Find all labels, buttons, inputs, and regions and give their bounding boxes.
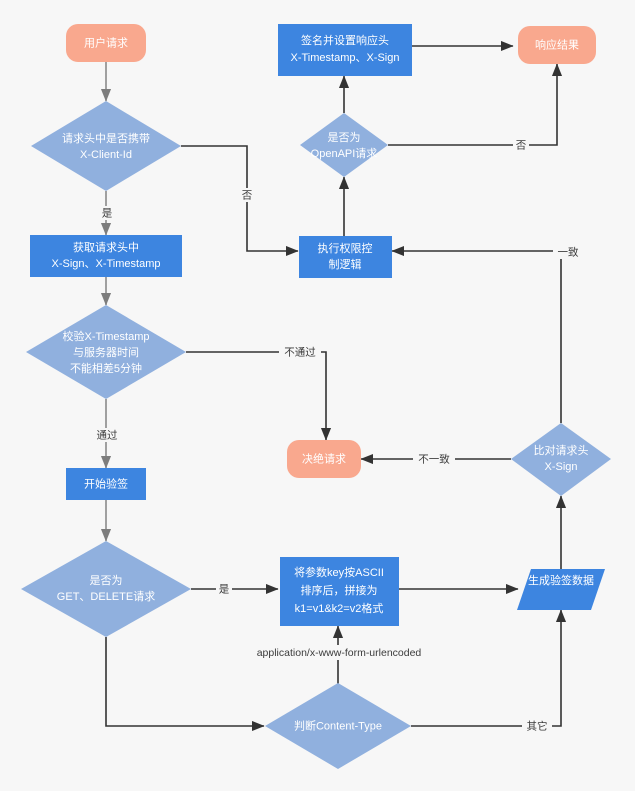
node-user-request[interactable]: 用户请求: [66, 24, 146, 62]
edge-labels-layer: 是 否 不通过 通过 是 application/x-www-form-urle…: [92, 138, 583, 733]
node-has-client-id[interactable]: 请求头中是否携带 X-Client-Id: [31, 101, 181, 191]
edge-label-has-client-id-no: 否: [242, 189, 253, 201]
edge-label-timestamp-fail: 不通过: [284, 345, 316, 358]
node-generate-sign-data[interactable]: 生成验签数据: [517, 569, 605, 610]
node-is-openapi[interactable]: 是否为 OpenAPI请求: [300, 113, 388, 177]
edge-label-content-type-urlencoded: application/x-www-form-urlencoded: [257, 647, 422, 659]
node-sort-params[interactable]: 将参数key按ASCII 排序后，拼接为 k1=v1&k2=v2格式: [280, 557, 399, 626]
reject-request-shape[interactable]: [287, 440, 361, 478]
edge-is-get-delete-no: [105, 637, 265, 732]
user-request-shape[interactable]: [66, 24, 146, 62]
compare-x-sign-shape[interactable]: [511, 423, 611, 496]
node-judge-content-type[interactable]: 判断Content-Type: [265, 683, 411, 769]
sign-and-set-header-shape[interactable]: [278, 24, 412, 76]
edge-label-is-get-delete-yes: 是: [219, 583, 230, 595]
node-sign-and-set-header[interactable]: 签名并设置响应头 X-Timestamp、X-Sign: [278, 24, 412, 76]
edge-label-sign-mismatch: 不一致: [418, 452, 450, 465]
node-response-result[interactable]: 响应结果: [518, 26, 596, 64]
has-client-id-shape[interactable]: [31, 101, 181, 191]
edge-label-is-openapi-no: 否: [516, 139, 527, 151]
node-verify-timestamp[interactable]: 校验X-Timestamp 与服务器时间 不能相差5分钟: [26, 305, 186, 399]
node-reject-request[interactable]: 决绝请求: [287, 440, 361, 478]
is-openapi-shape[interactable]: [300, 113, 388, 177]
edge-sign-match: [391, 245, 562, 423]
node-get-headers[interactable]: 获取请求头中 X-Sign、X-Timestamp: [30, 235, 182, 277]
permission-logic-shape[interactable]: [299, 236, 392, 278]
edge-is-openapi-no: [388, 63, 563, 146]
edge-label-content-type-other: 其它: [527, 719, 548, 732]
edge-label-sign-match: 一致: [558, 245, 579, 258]
get-headers-shape[interactable]: [30, 235, 182, 277]
verify-timestamp-shape[interactable]: [26, 305, 186, 399]
sort-params-shape[interactable]: [280, 557, 399, 626]
response-result-shape[interactable]: [518, 26, 596, 64]
node-permission-logic[interactable]: 执行权限控 制逻辑: [299, 236, 392, 278]
edge-label-timestamp-pass: 通过: [97, 428, 118, 441]
judge-content-type-shape[interactable]: [265, 683, 411, 769]
edge-content-type-other: [411, 609, 567, 727]
is-get-delete-shape[interactable]: [21, 541, 191, 637]
generate-sign-data-shape[interactable]: [517, 569, 605, 610]
node-is-get-delete[interactable]: 是否为 GET、DELETE请求: [21, 541, 191, 637]
edge-label-has-client-id-yes: 是: [102, 207, 113, 219]
node-compare-x-sign[interactable]: 比对请求头 X-Sign: [511, 423, 611, 496]
node-start-verify-sign[interactable]: 开始验签: [66, 468, 146, 500]
start-verify-sign-shape[interactable]: [66, 468, 146, 500]
edge-timestamp-fail: [186, 351, 332, 441]
